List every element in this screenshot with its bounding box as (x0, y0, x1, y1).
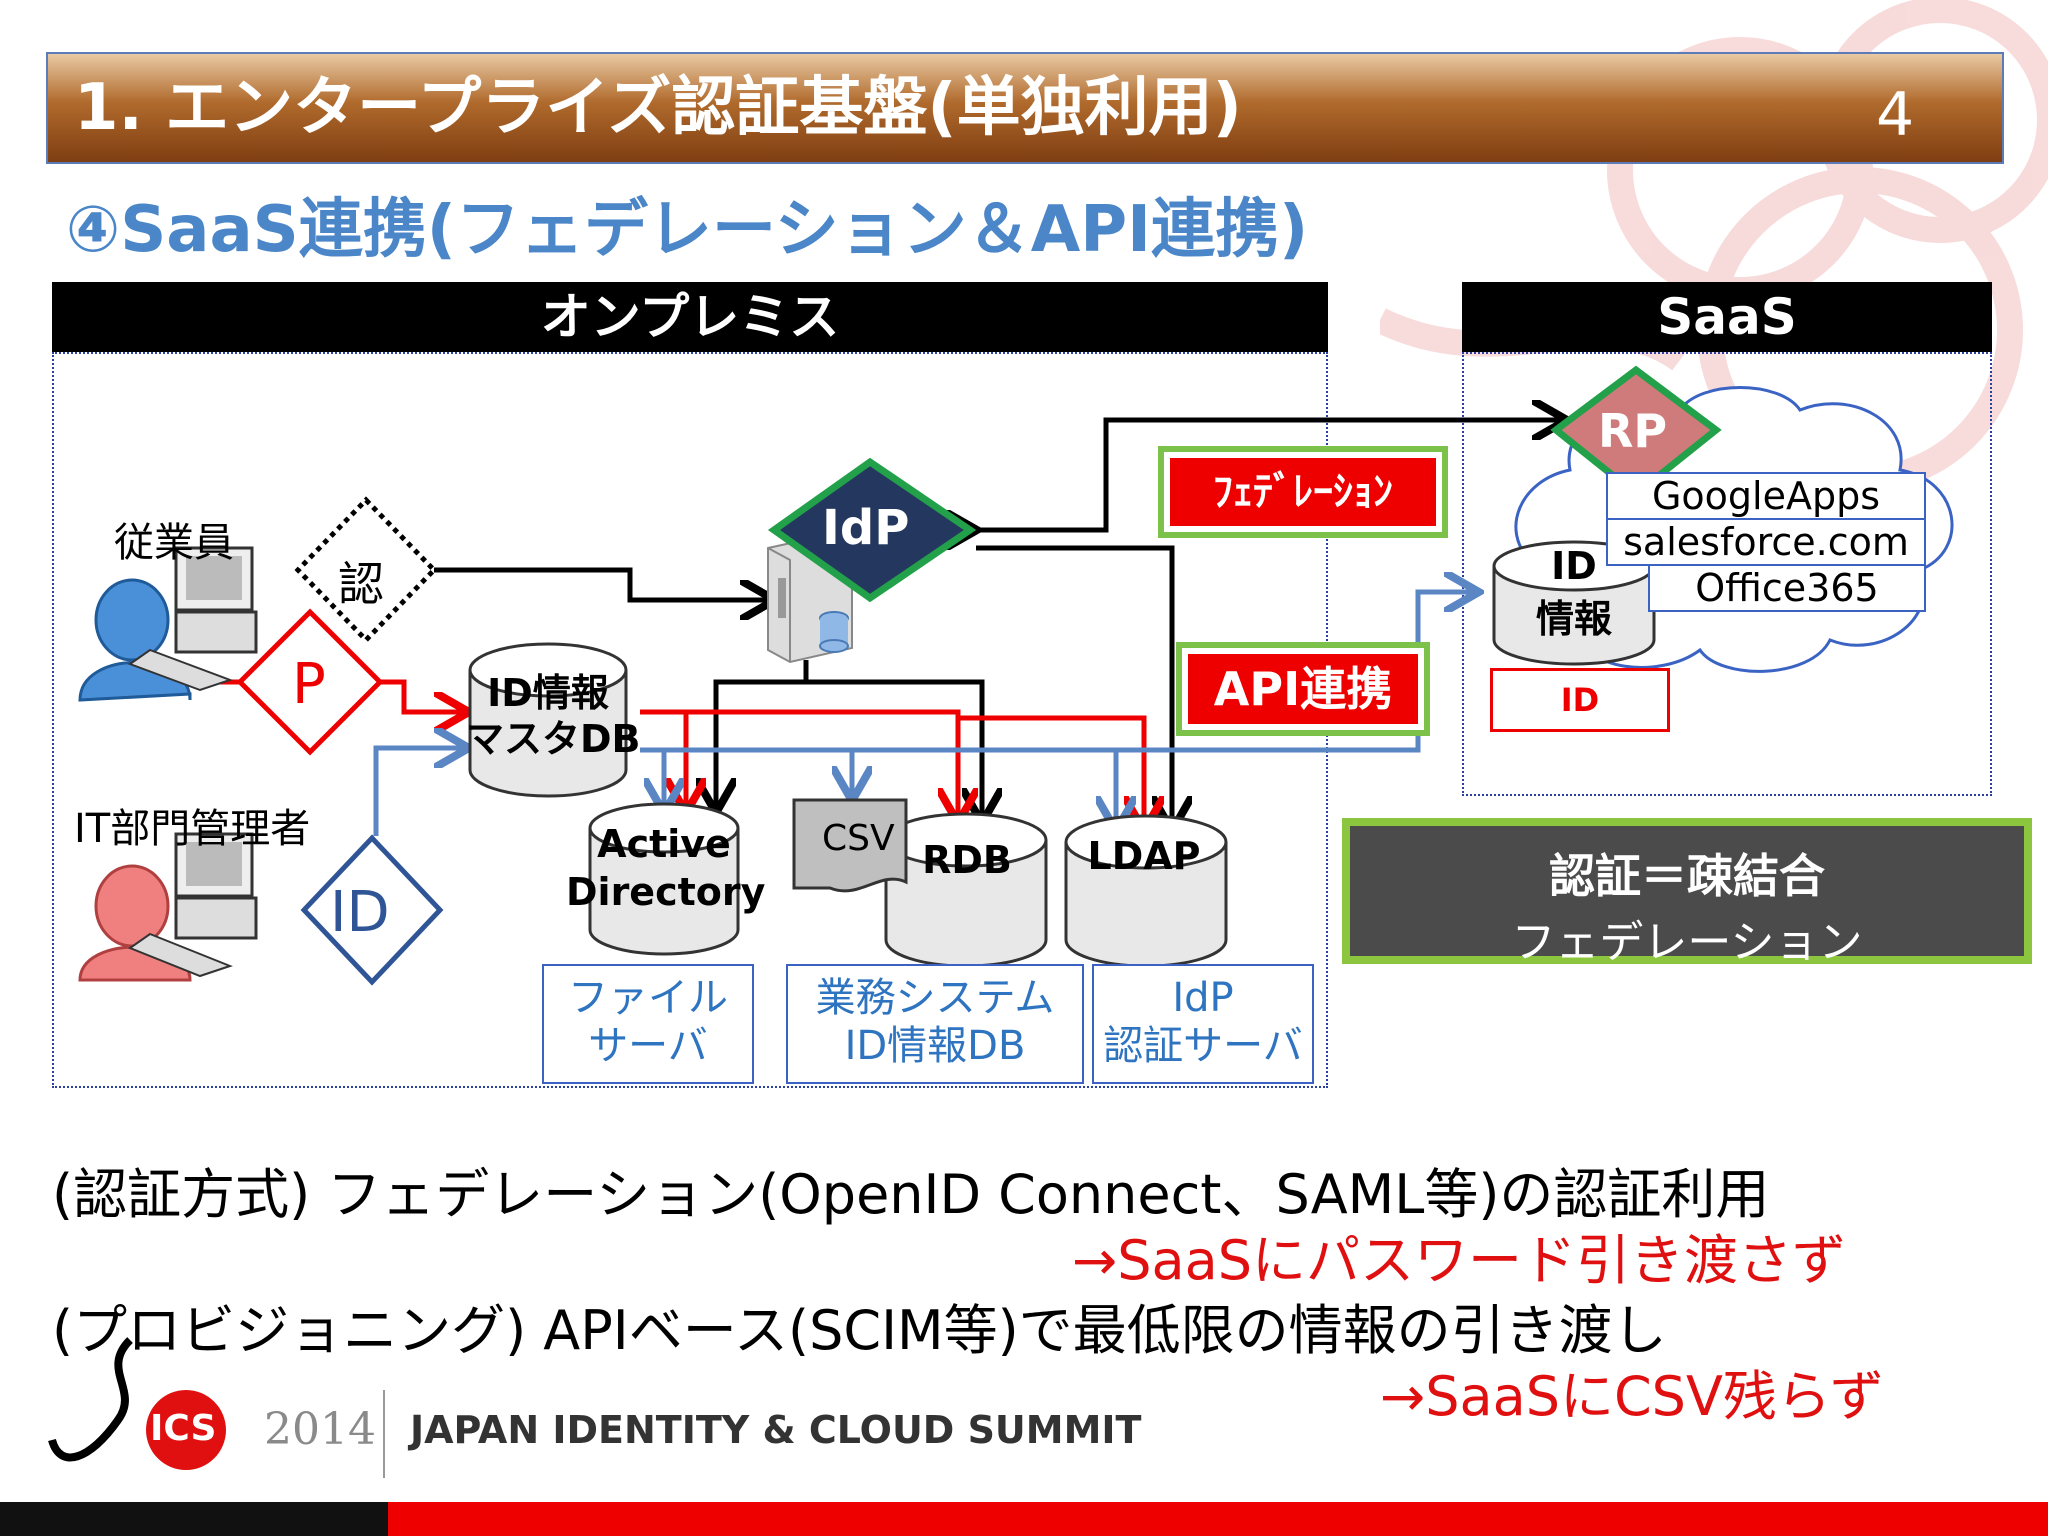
idp-to-ldap-arrow (976, 545, 1172, 826)
csv-label: CSV (822, 818, 895, 859)
page-number: 4 (1876, 80, 1915, 150)
bottom-bar-black (0, 1502, 388, 1536)
note-line-1: 認証＝疎結合 (1549, 849, 1825, 903)
red-to-ldap (958, 715, 1144, 826)
master-db-label-2: マスタDB (466, 717, 641, 761)
master-db-label-1: ID情報 (487, 671, 609, 715)
body-line-3: (プロビジョニング) APIベース(SCIM等)で最低限の情報の引き渡し (52, 1299, 1667, 1362)
admin-user-icon (78, 832, 258, 982)
ldap-label: LDAP (1087, 834, 1201, 878)
bizsys-label-1: 業務システム (815, 975, 1055, 1021)
fileserver-label-1: ファイル (568, 975, 728, 1021)
service-salesforce: salesforce.com (1606, 518, 1926, 566)
federation-tag: ﾌｪﾃﾞﾚｰｼｮﾝ (1170, 458, 1436, 526)
blue-to-ad (640, 747, 664, 808)
slide-subtitle: ④SaaS連携(フェデレーション＆API連携) (66, 193, 1309, 267)
id-diamond (300, 834, 444, 986)
footer-year: 2014 (264, 1404, 376, 1455)
footer-summit: JAPAN IDENTITY & CLOUD SUMMIT (410, 1408, 1142, 1452)
rdb-label: RDB (922, 838, 1012, 882)
password-diamond (236, 608, 384, 756)
bottom-bar-red (388, 1502, 2048, 1536)
title-bar (46, 52, 2004, 164)
id-provision-arrow (373, 748, 464, 836)
password-symbol: P (292, 652, 326, 717)
id-symbol: ID (330, 880, 390, 945)
api-tag: API連携 (1188, 654, 1418, 724)
ad-label-2: Directory (566, 870, 766, 914)
saas-id-cylinder (1492, 540, 1656, 666)
ad-cylinder (588, 802, 740, 956)
bizsys-label-2: ID情報DB (844, 1023, 1026, 1069)
idp-to-ad-arrow (716, 660, 809, 808)
master-db-cylinder (468, 642, 628, 798)
loose-coupling-note: 認証＝疎結合 フェデレーション (1342, 818, 2032, 968)
red-to-rdb (686, 709, 958, 818)
body-line-1: (認証方式) フェデレーション(OpenID Connect、SAML等)の認証… (52, 1163, 1770, 1226)
authserver-box: IdP 認証サーバ (1092, 964, 1314, 1084)
auth-symbol: 認 (338, 557, 384, 611)
service-office365: Office365 (1648, 564, 1926, 612)
ldap-cylinder (1064, 814, 1228, 968)
slide-title: 1. エンタープライズ認証基盤(単独利用) (74, 71, 1242, 145)
ics-logo-swash (48, 1337, 133, 1462)
rp-label: RP (1598, 404, 1668, 458)
bizsys-box: 業務システム ID情報DB (786, 964, 1084, 1084)
note-line-2: フェデレーション (1511, 917, 1863, 968)
saas-id-label-1: ID (1551, 544, 1597, 588)
idp-label: IdP (822, 500, 910, 556)
employee-label: 従業員 (114, 520, 234, 566)
onprem-header: オンプレミス (52, 282, 1328, 352)
idp-to-rdb-arrow (806, 679, 982, 818)
rdb-cylinder (884, 812, 1048, 968)
authserver-label-2: 認証サーバ (1103, 1023, 1303, 1069)
saas-id-label-2: 情報 (1535, 597, 1612, 641)
federation-tag-box: ﾌｪﾃﾞﾚｰｼｮﾝ (1158, 446, 1448, 538)
auth-arrow (434, 567, 770, 600)
fileserver-label-2: サーバ (588, 1023, 708, 1069)
api-tag-box: API連携 (1176, 642, 1430, 736)
service-google: GoogleApps (1606, 472, 1926, 520)
idp-diamond (767, 457, 977, 603)
admin-label: IT部門管理者 (74, 806, 311, 852)
saas-id-tag: ID (1490, 668, 1670, 732)
federation-arrow (972, 420, 1562, 530)
saas-id-tag-text: ID (1560, 681, 1600, 719)
auth-diamond (294, 496, 438, 644)
ad-label-1: Active (597, 822, 731, 866)
blue-to-csv (664, 747, 852, 796)
footer-logo-text: ICS (150, 1408, 217, 1449)
authserver-label-1: IdP (1172, 975, 1234, 1021)
body-line-2: →SaaSにパスワード引き渡さず (1072, 1229, 1846, 1292)
saas-header: SaaS (1462, 282, 1992, 352)
fileserver-box: ファイル サーバ (542, 964, 754, 1084)
body-line-4: →SaaSにCSV残らず (1380, 1365, 1884, 1428)
employee-user-icon (78, 546, 258, 702)
ics-logo-circle (146, 1390, 226, 1470)
csv-document (792, 798, 908, 893)
